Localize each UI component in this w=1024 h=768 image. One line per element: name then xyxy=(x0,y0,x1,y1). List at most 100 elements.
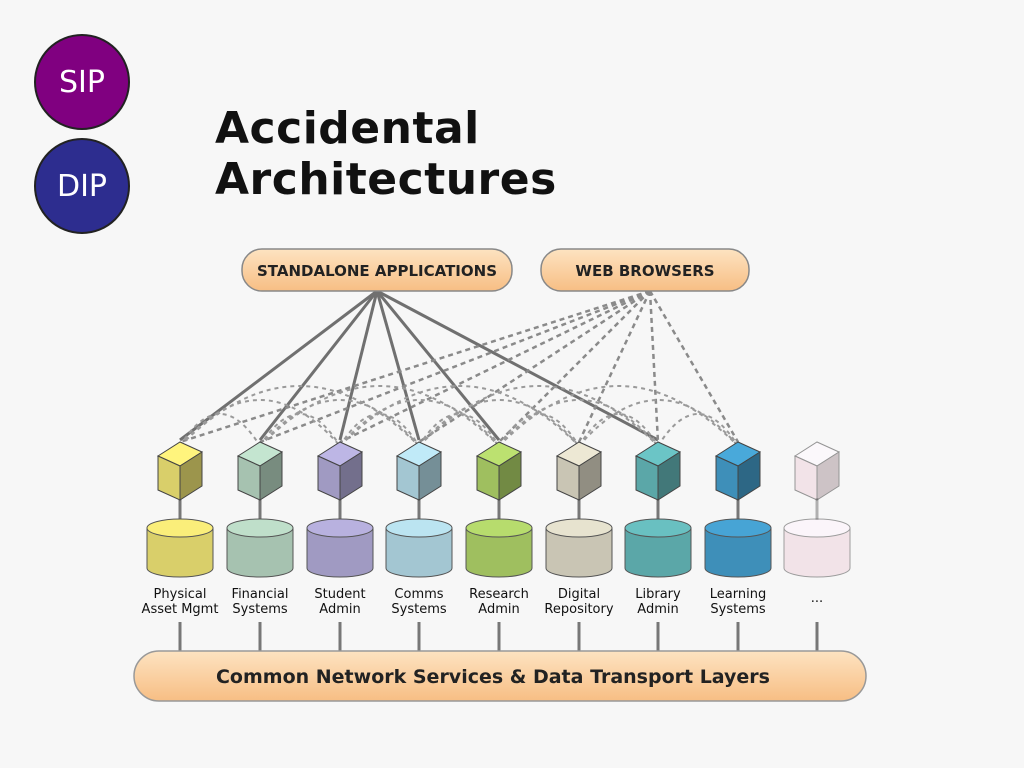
system-label-line2: Systems xyxy=(391,602,446,617)
database-body xyxy=(783,527,851,578)
system-label-line1: ... xyxy=(811,591,823,606)
server-cube-side xyxy=(816,451,840,501)
system-8 xyxy=(783,441,851,578)
database-body xyxy=(146,527,214,578)
server-cube-side xyxy=(737,451,761,501)
database-body xyxy=(385,527,453,578)
database-top xyxy=(385,518,453,538)
system-interconnect-arcs xyxy=(179,385,739,447)
standalone-link xyxy=(179,289,378,442)
database-top xyxy=(146,518,214,538)
dip-badge: DIP xyxy=(34,138,130,234)
database-top xyxy=(226,518,294,538)
browser-link xyxy=(179,289,651,444)
database-top xyxy=(783,518,851,538)
web-browsers-label: WEB BROWSERS xyxy=(575,262,714,280)
browser-link xyxy=(648,290,740,443)
standalone-applications-label: STANDALONE APPLICATIONS xyxy=(257,262,497,280)
database-top xyxy=(545,518,613,538)
system-label-line2: Repository xyxy=(544,602,613,617)
interconnect-arc xyxy=(179,385,420,447)
system-2 xyxy=(306,441,374,578)
system-4 xyxy=(465,441,533,578)
browser-connections xyxy=(179,289,740,444)
system-label-line1: Digital xyxy=(558,587,600,602)
dip-badge-label: DIP xyxy=(56,168,108,204)
system-label-line2: Admin xyxy=(478,602,519,617)
standalone-link xyxy=(258,290,379,441)
standalone-link xyxy=(375,290,421,441)
database-body xyxy=(465,527,533,578)
interconnect-arc xyxy=(578,413,659,447)
browser-link xyxy=(648,290,660,443)
server-cube-side xyxy=(657,451,681,501)
browser-link xyxy=(259,289,651,444)
system-label-line1: Research xyxy=(469,587,529,602)
system-label-line2: Admin xyxy=(637,602,678,617)
database-top xyxy=(704,518,772,538)
standalone-link xyxy=(338,290,379,441)
database-top xyxy=(465,518,533,538)
interconnect-arc xyxy=(179,399,341,447)
interconnect-arc xyxy=(418,399,580,447)
interconnect-arc xyxy=(179,413,261,447)
server-cube-side xyxy=(418,451,442,501)
standalone-connections xyxy=(179,289,659,442)
sip-badge-label: SIP xyxy=(59,64,105,100)
system-label-line1: Physical xyxy=(154,587,207,602)
interconnect-arc xyxy=(339,413,420,447)
page-title: Accidental Architectures xyxy=(215,103,557,205)
interconnect-arc xyxy=(498,385,739,447)
system-3 xyxy=(385,441,453,578)
interconnect-arc xyxy=(418,413,500,447)
browser-link xyxy=(577,290,652,443)
interconnect-arc xyxy=(578,399,739,447)
web-browsers-box: WEB BROWSERS xyxy=(540,248,750,292)
server-cube-side xyxy=(339,451,363,501)
database-body xyxy=(704,527,772,578)
system-label-line2: Systems xyxy=(232,602,287,617)
interconnect-arc xyxy=(259,399,420,447)
network-layer-label: Common Network Services & Data Transport… xyxy=(216,666,770,688)
interconnect-arc xyxy=(657,413,739,447)
database-body xyxy=(306,527,374,578)
sip-badge: SIP xyxy=(34,34,130,130)
server-cube-side xyxy=(179,451,203,501)
system-0 xyxy=(146,441,214,578)
system-label-line1: Library xyxy=(635,587,681,602)
system-label-line1: Student xyxy=(314,587,365,602)
server-cube-side xyxy=(498,451,522,501)
database-top xyxy=(624,518,692,538)
system-label-line2: Asset Mgmt xyxy=(142,602,219,617)
system-label-line1: Comms xyxy=(394,587,443,602)
interconnect-arc xyxy=(498,413,580,447)
interconnect-arc xyxy=(259,385,500,447)
standalone-link xyxy=(375,290,501,441)
database-top xyxy=(306,518,374,538)
interconnect-arc xyxy=(498,399,659,447)
system-1 xyxy=(226,441,294,578)
system-6 xyxy=(624,441,692,578)
system-5 xyxy=(545,441,613,578)
network-layer-bar: Common Network Services & Data Transport… xyxy=(133,650,867,702)
system-stems xyxy=(178,498,819,652)
browser-link xyxy=(418,289,651,444)
database-body xyxy=(545,527,613,578)
server-cube-side xyxy=(578,451,602,501)
standalone-link xyxy=(376,289,659,442)
database-body xyxy=(624,527,692,578)
system-label-line2: Admin xyxy=(319,602,360,617)
interconnect-arc xyxy=(418,385,659,447)
system-7 xyxy=(704,441,772,578)
standalone-applications-box: STANDALONE APPLICATIONS xyxy=(241,248,513,292)
interconnect-arc xyxy=(339,385,580,447)
browser-link xyxy=(339,289,651,444)
interconnect-arc xyxy=(339,399,500,447)
system-label-line1: Learning xyxy=(710,587,766,602)
database-body xyxy=(226,527,294,578)
system-label-line2: Systems xyxy=(710,602,765,617)
interconnect-arc xyxy=(259,413,341,447)
server-cube-side xyxy=(259,451,283,501)
